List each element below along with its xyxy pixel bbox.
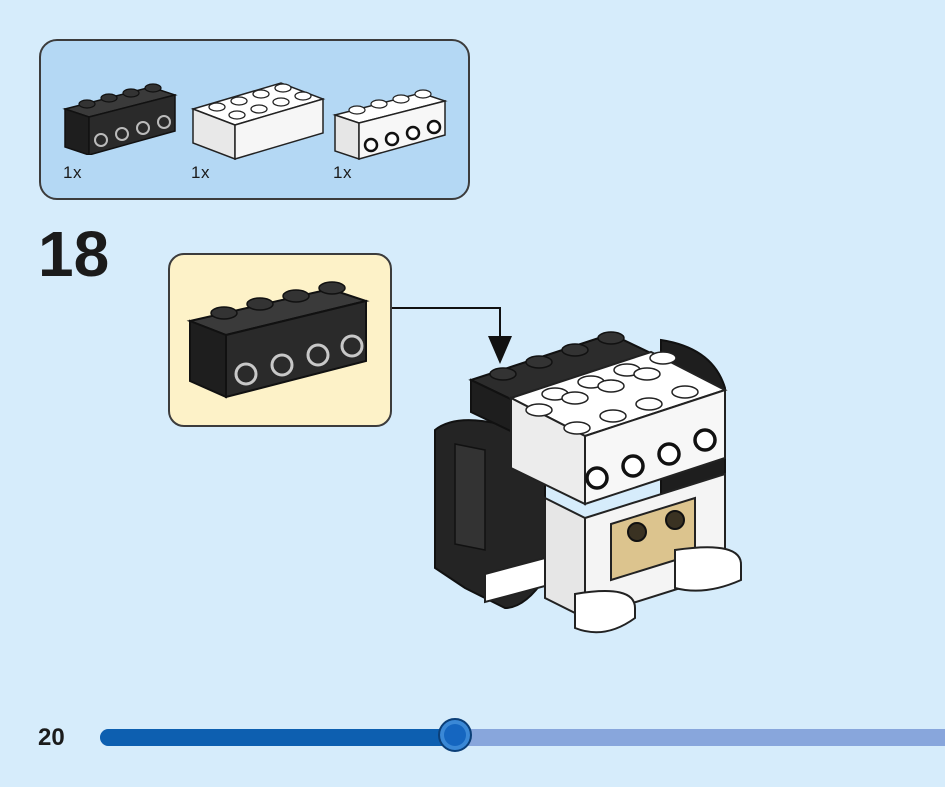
part-quantity: 1x xyxy=(63,163,82,182)
part-black-1x4-side-studs: 1x xyxy=(61,73,181,182)
parts-list-box: 1x 1x xyxy=(39,39,470,200)
black-side-stud-brick-icon xyxy=(62,83,178,155)
part-quantity: 1x xyxy=(191,163,210,182)
part-white-2x4: 1x xyxy=(189,65,329,182)
model-assembly xyxy=(425,318,745,653)
progress-bar xyxy=(100,718,945,752)
step-number: 18 xyxy=(38,218,110,290)
part-quantity: 1x xyxy=(333,163,352,182)
part-white-1x4-side-studs: 1x xyxy=(331,85,451,182)
white-side-stud-brick-icon xyxy=(332,89,448,161)
white-2x4-brick-icon xyxy=(190,82,326,160)
progress-knob-icon xyxy=(437,718,472,752)
callout-black-brick-icon xyxy=(186,281,370,399)
callout-box xyxy=(168,253,392,427)
page-number: 20 xyxy=(38,724,65,751)
progress-fill xyxy=(100,729,455,746)
dog-model-icon xyxy=(434,331,743,634)
